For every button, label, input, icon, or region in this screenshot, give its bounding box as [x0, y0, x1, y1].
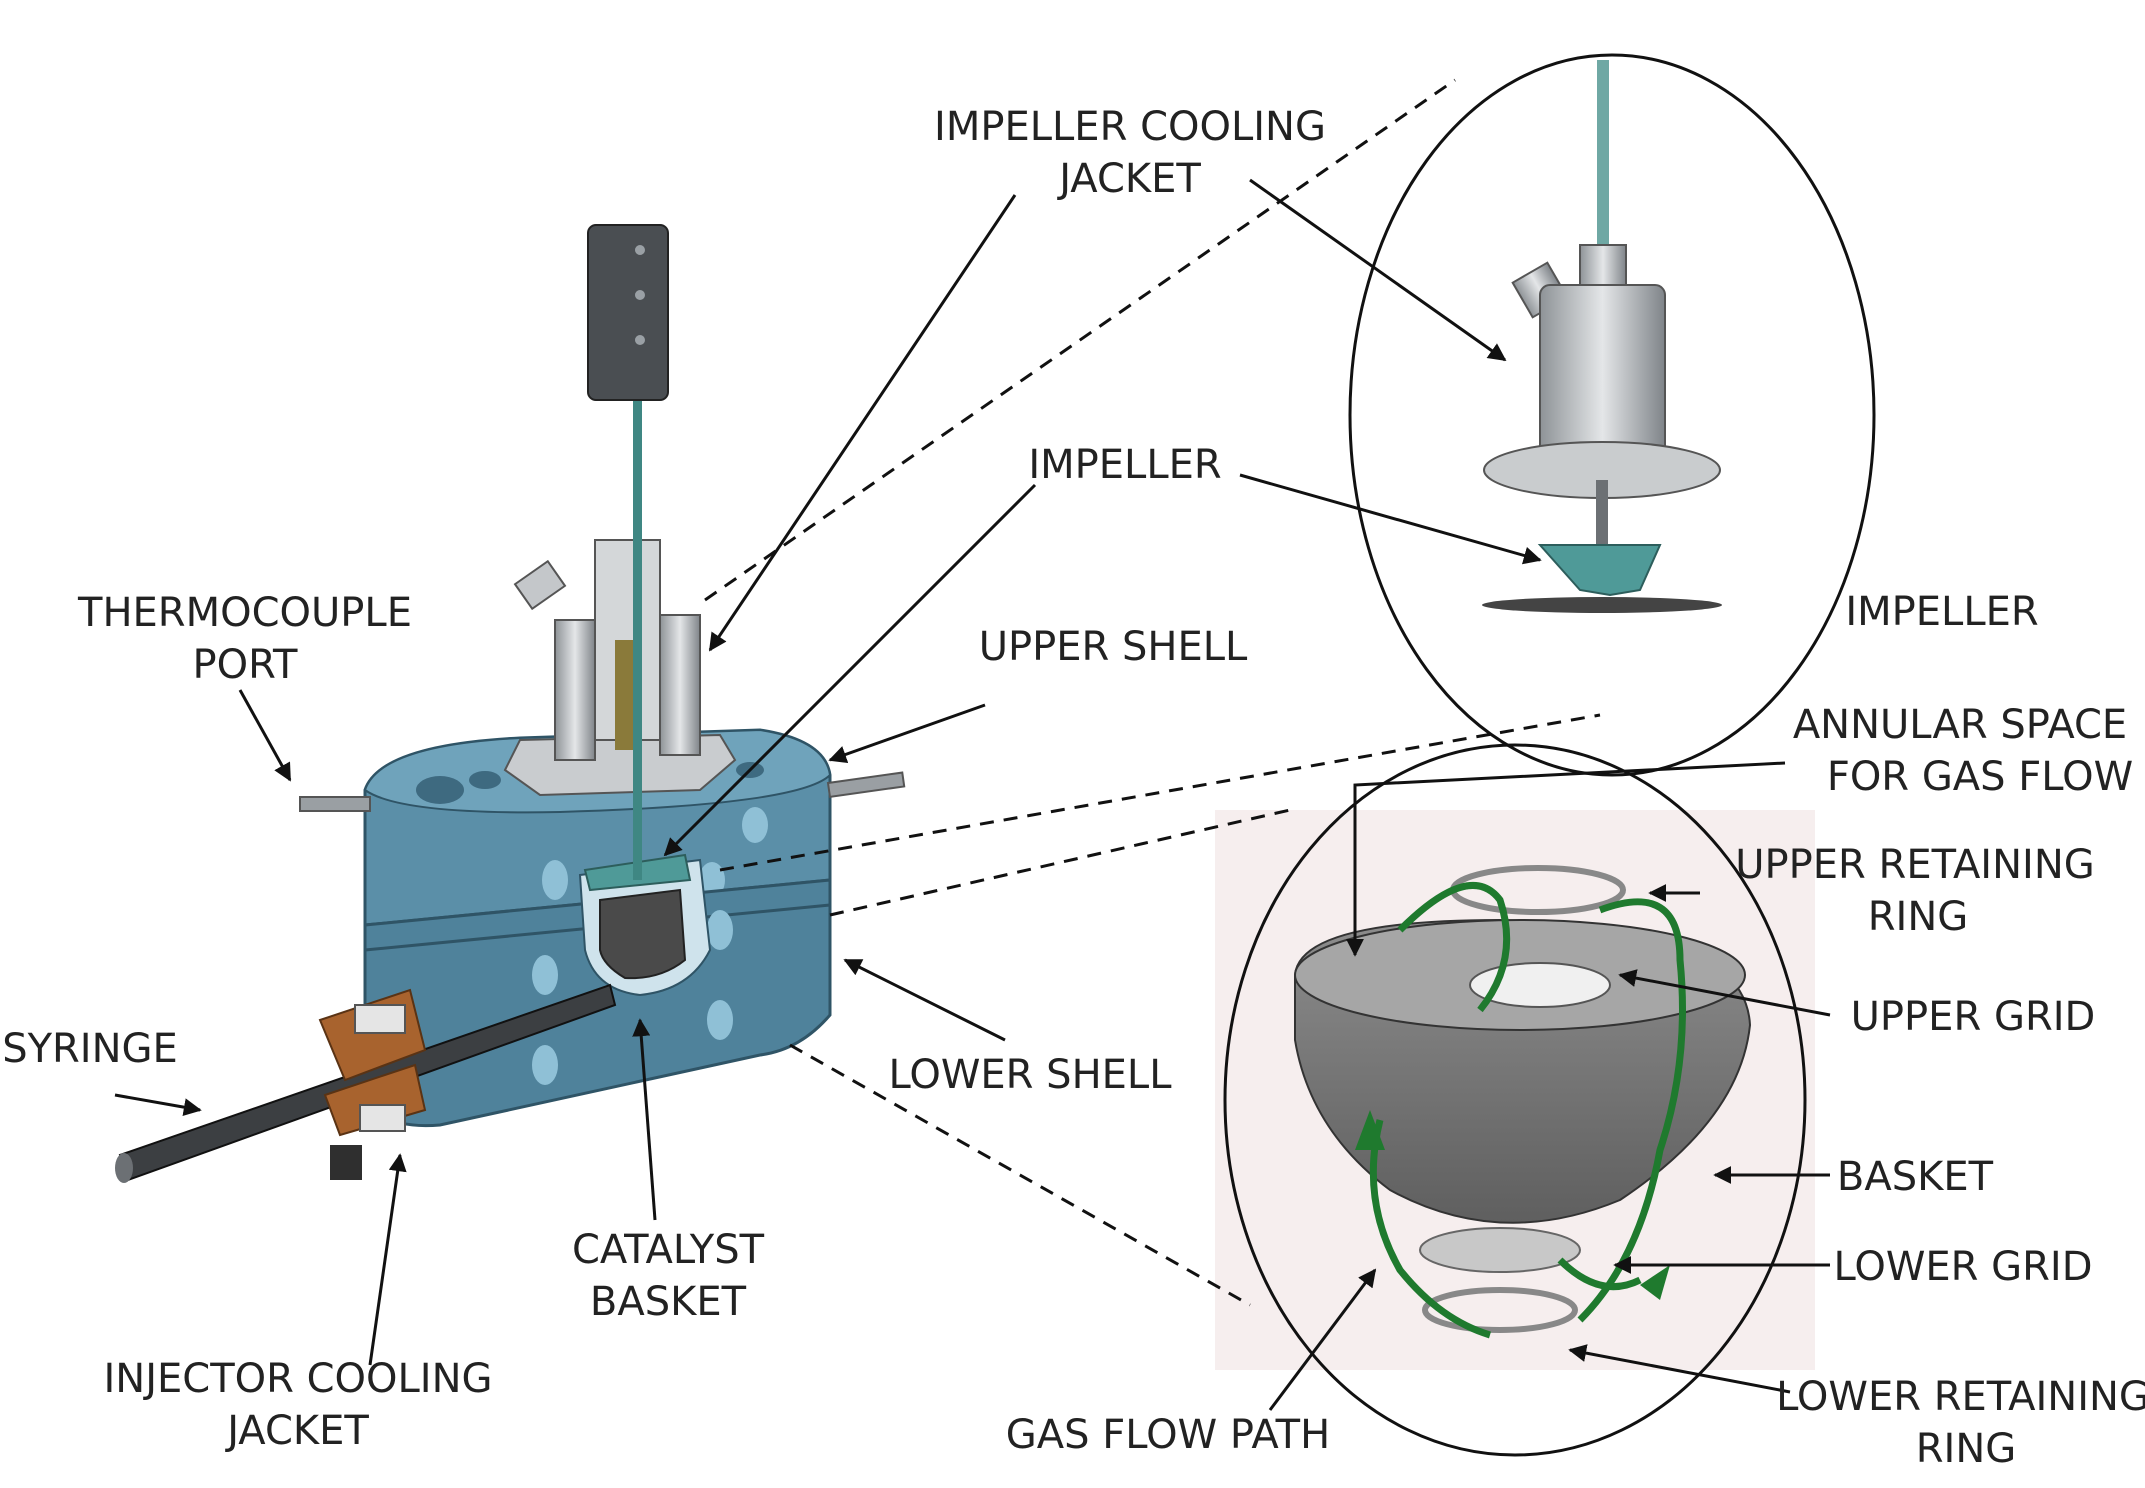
- label-upper-grid: UPPER GRID: [1851, 994, 2096, 1040]
- label-annular-space-line1: ANNULAR SPACE: [1793, 702, 2127, 748]
- impeller-detail-ellipse: [1348, 53, 1876, 777]
- label-annular-space-line2: FOR GAS FLOW: [1827, 754, 2133, 800]
- label-catalyst-basket-line2: BASKET: [590, 1279, 747, 1325]
- label-injector-cooling-jacket-line1: INJECTOR COOLING: [103, 1356, 492, 1402]
- label-upper-shell: UPPER SHELL: [979, 624, 1248, 670]
- impeller-shaft: [633, 340, 642, 880]
- label-upper-retaining-ring-line1: UPPER RETAINING: [1735, 842, 2095, 888]
- detail-connector-lines: [704, 78, 1601, 1307]
- label-injector-cooling-jacket-line2: JACKET: [224, 1408, 369, 1454]
- label-catalyst-basket-line1: CATALYST: [572, 1227, 765, 1273]
- shaft-coupling: [587, 224, 669, 401]
- label-thermocouple-port-line2: PORT: [193, 642, 298, 688]
- injector-cooling-jacket: [318, 988, 427, 1180]
- label-basket: BASKET: [1837, 1154, 1994, 1200]
- label-gas-flow-path: GAS FLOW PATH: [1006, 1412, 1330, 1458]
- leader-arrows: [114, 178, 1831, 1411]
- label-impeller-cooling-jacket-line2: JACKET: [1056, 156, 1201, 202]
- thermocouple-rod-right: [826, 771, 906, 798]
- label-impeller: IMPELLER: [1028, 442, 1221, 488]
- label-upper-retaining-ring-line2: RING: [1868, 894, 1969, 940]
- gas-flow-path-arrows: [1355, 882, 1686, 1339]
- basket-detail: [1294, 865, 1752, 1333]
- impeller-detail: [1482, 60, 1722, 613]
- catalyst-basket-cutaway: [578, 853, 712, 997]
- basket-detail-ellipse: [1223, 743, 1807, 1457]
- label-lower-retaining-ring-line1: LOWER RETAINING: [1776, 1374, 2145, 1420]
- label-lower-retaining-ring-line2: RING: [1916, 1426, 2017, 1472]
- reactor-assembly: [115, 224, 906, 1183]
- labels: IMPELLER COOLING JACKET IMPELLER IMPELLE…: [2, 104, 2145, 1472]
- label-impeller-detail: IMPELLER: [1845, 589, 2038, 635]
- label-impeller-cooling-jacket-line1: IMPELLER COOLING: [934, 104, 1326, 150]
- impeller-housing: [503, 539, 737, 797]
- label-thermocouple-port-line1: THERMOCOUPLE: [77, 590, 412, 636]
- thermocouple-rod: [299, 796, 371, 812]
- label-lower-grid: LOWER GRID: [1833, 1244, 2092, 1290]
- label-lower-shell: LOWER SHELL: [889, 1052, 1173, 1098]
- label-syringe: SYRINGE: [2, 1026, 178, 1072]
